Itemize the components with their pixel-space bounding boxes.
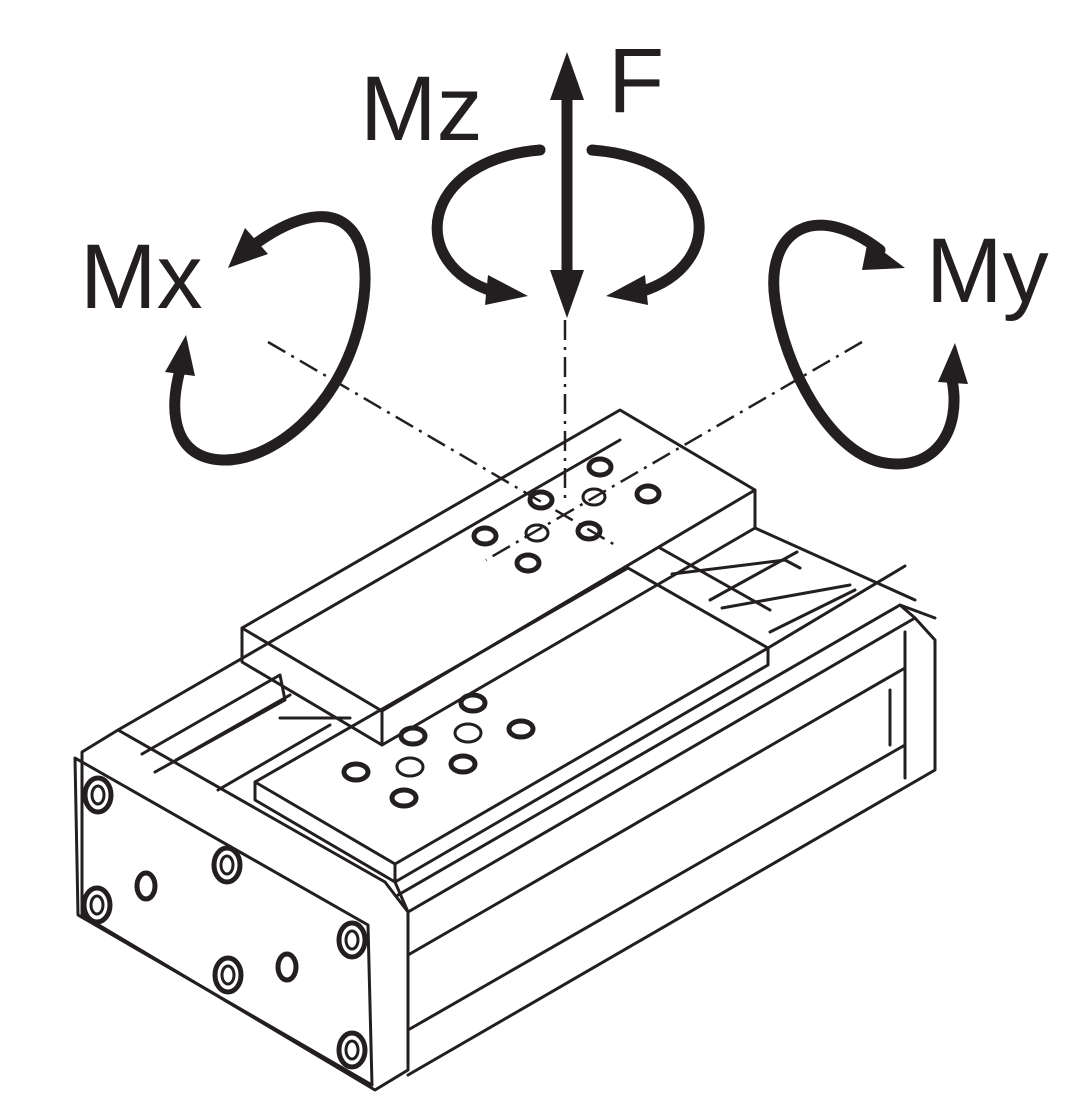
end-plate-screws xyxy=(81,775,368,1070)
upper-carriage xyxy=(240,408,757,747)
linear-module xyxy=(73,408,937,1092)
mounting-hole xyxy=(395,756,425,778)
pin-hole xyxy=(134,870,158,902)
upper-carriage-holes xyxy=(471,456,662,574)
mounting-hole xyxy=(514,552,542,574)
y-axis-line xyxy=(485,340,863,562)
moment-my-arrow xyxy=(768,219,968,470)
mounting-hole xyxy=(581,487,607,507)
mounting-hole xyxy=(575,520,603,542)
moment-mx-arrow xyxy=(165,211,371,466)
mounting-hole xyxy=(389,787,419,809)
mounting-hole xyxy=(453,722,483,744)
end-plate xyxy=(73,756,374,1087)
mounting-hole xyxy=(506,718,536,740)
label-force: F xyxy=(608,30,664,132)
pin-hole xyxy=(275,951,299,983)
lower-carriage xyxy=(253,566,770,884)
x-axis-line xyxy=(267,340,616,547)
label-moment-z: Mz xyxy=(360,58,483,160)
screw-head xyxy=(336,1030,368,1070)
mounting-hole xyxy=(341,761,371,783)
mounting-hole xyxy=(527,489,555,511)
mounting-hole xyxy=(471,525,499,547)
screw-head xyxy=(82,775,114,815)
mounting-hole xyxy=(458,692,488,714)
label-moment-x: Mx xyxy=(80,226,203,328)
lower-carriage-holes xyxy=(341,692,536,809)
mounting-hole xyxy=(448,753,478,775)
mounting-hole xyxy=(524,523,550,543)
mounting-hole xyxy=(586,456,614,478)
mounting-hole xyxy=(634,483,662,505)
label-moment-y: My xyxy=(926,220,1049,322)
force-arrow-f xyxy=(550,52,584,318)
reference-axes xyxy=(267,320,863,562)
screw-head xyxy=(211,845,243,885)
moment-mz-arrow xyxy=(431,144,705,305)
mounting-hole xyxy=(398,725,428,747)
screw-head xyxy=(81,885,113,925)
screw-head xyxy=(212,955,244,995)
screw-head xyxy=(336,920,368,960)
